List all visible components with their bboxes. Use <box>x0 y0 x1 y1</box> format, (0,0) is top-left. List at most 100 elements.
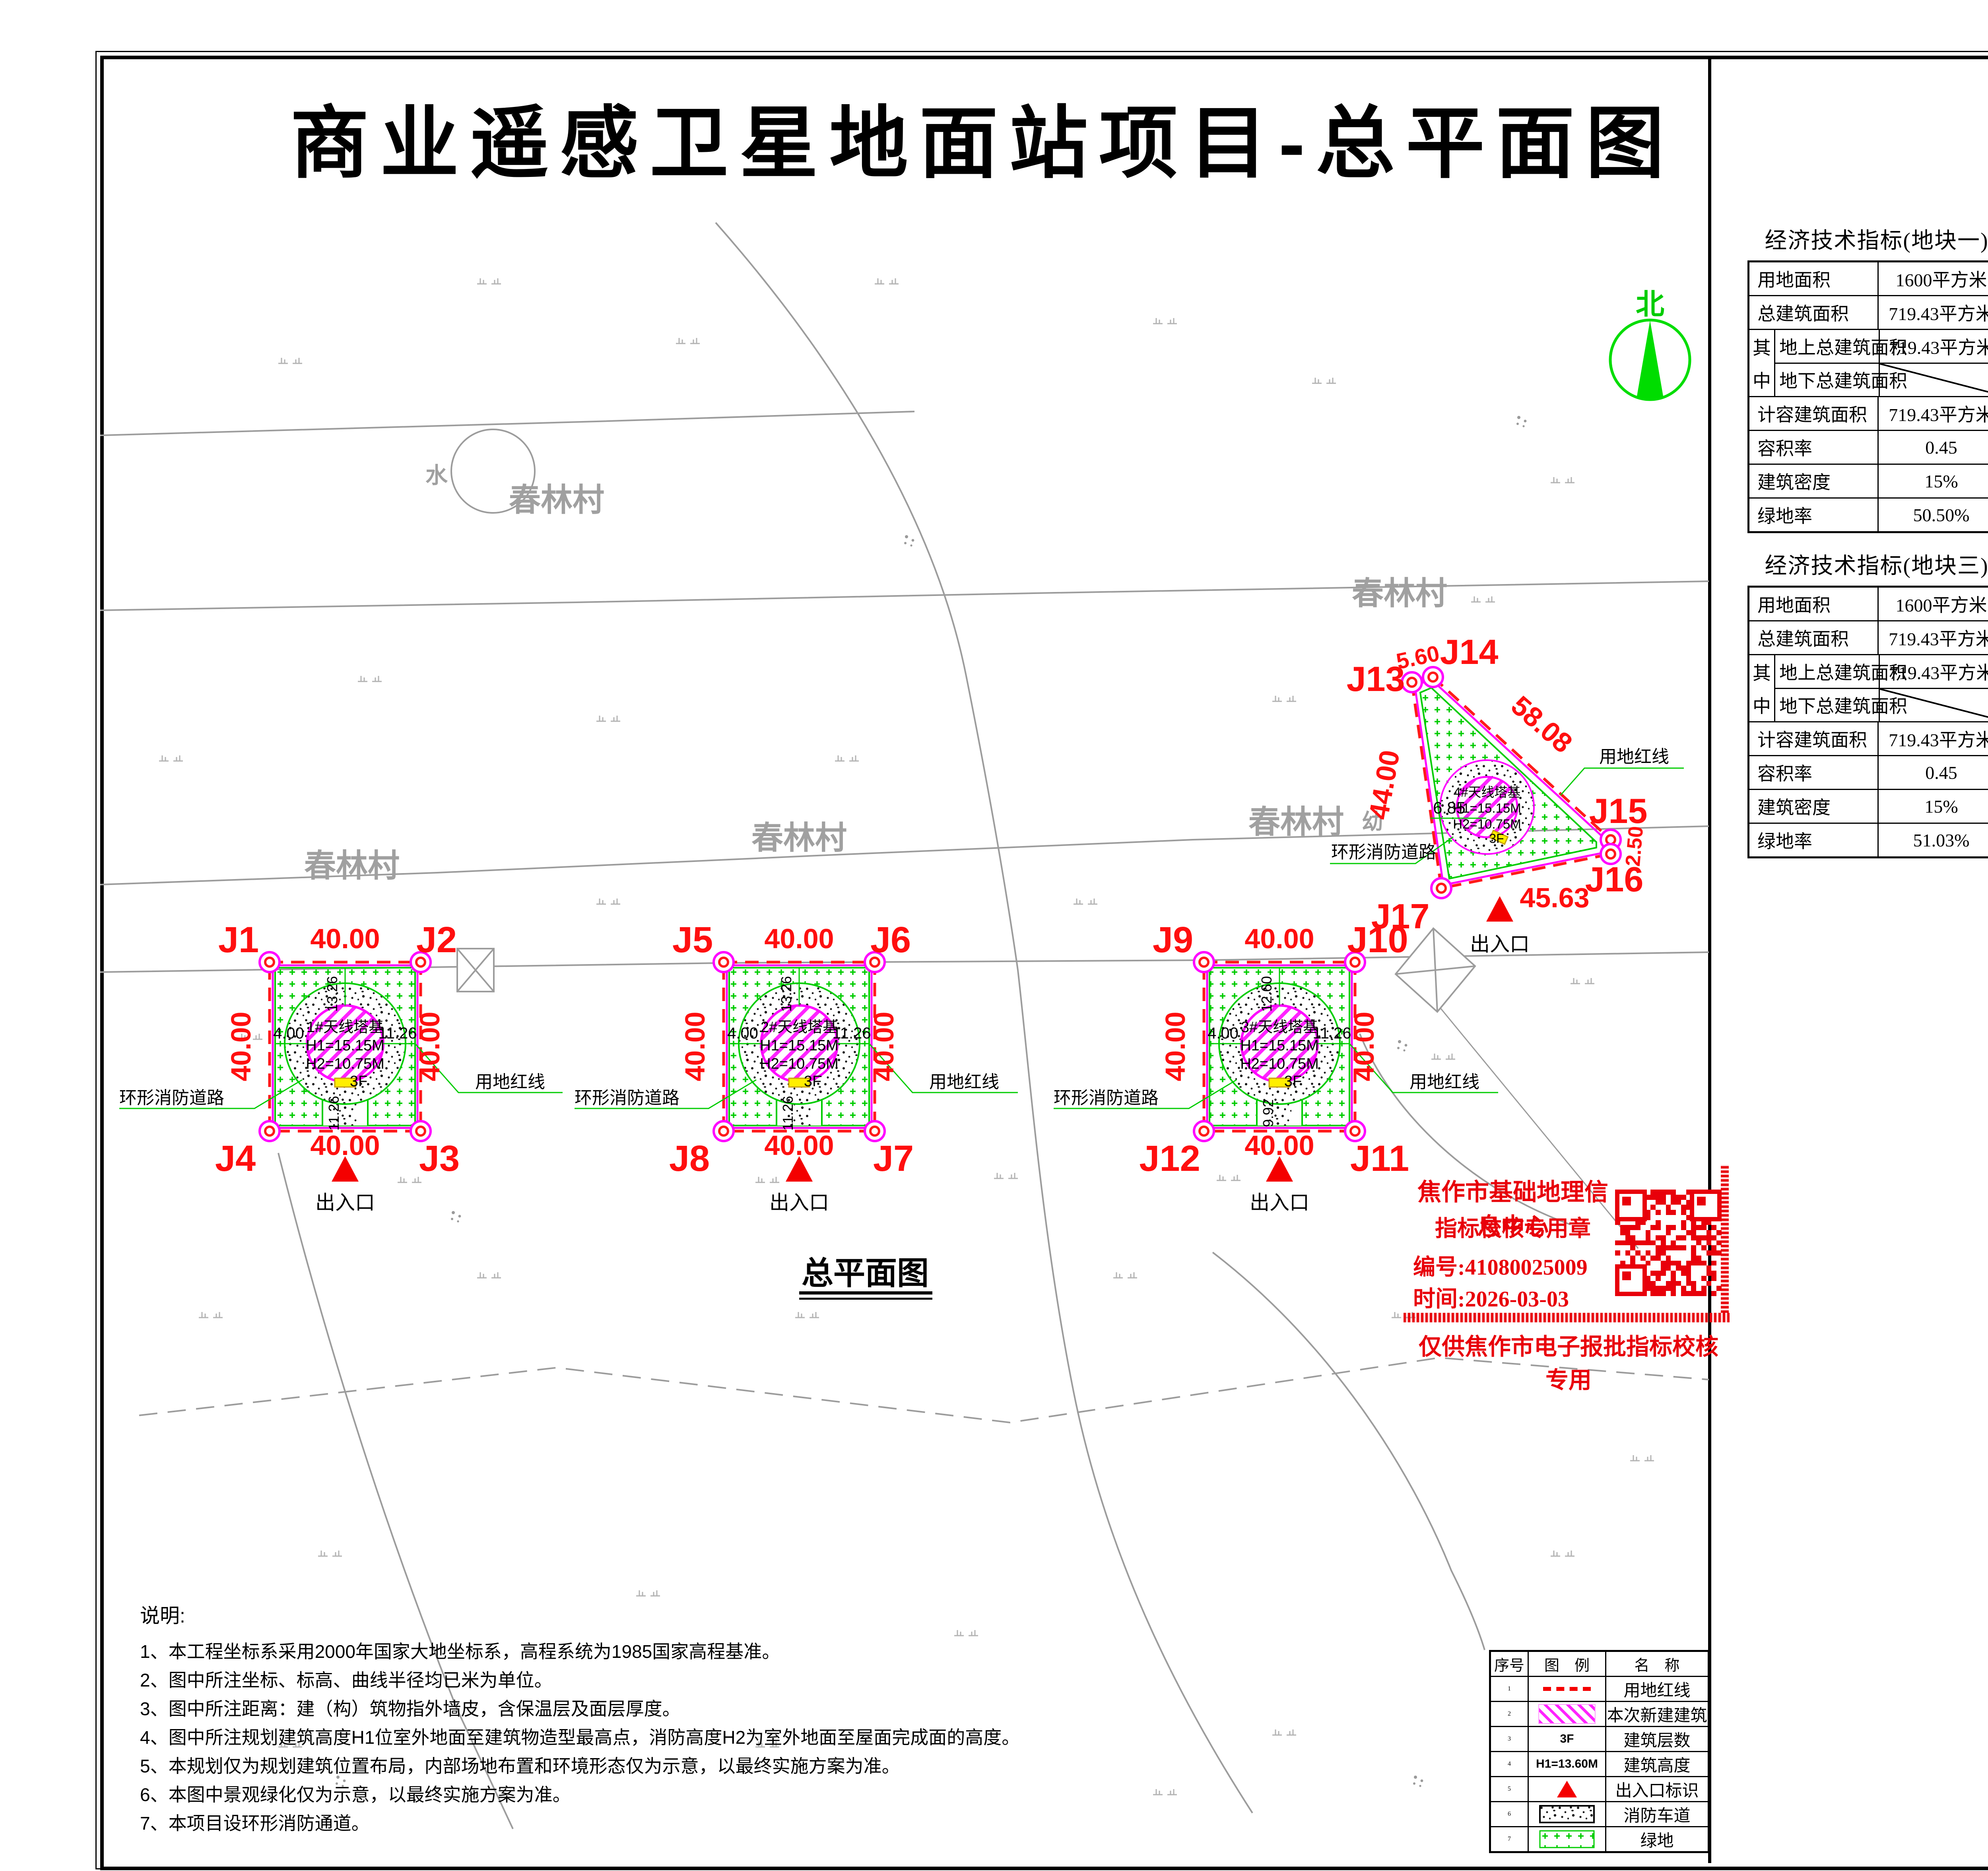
corner-label-J9: J9 <box>1153 920 1193 960</box>
fire-lane-symbol <box>1539 1805 1595 1823</box>
red-line-label: 用地红线 <box>929 1072 999 1092</box>
tower-h2: H2=10.75M <box>306 1056 384 1072</box>
econ-table-title: 经济技术指标(地块一) <box>1765 229 1988 253</box>
green-space-symbol <box>1539 1830 1595 1848</box>
row-label: 计容建筑面积 <box>1749 397 1879 430</box>
verification-stamp: 焦作市基础地理信息中心 指标校核专用章 编号:41080025009 时间:20… <box>1404 1165 1730 1393</box>
plot-3: 3#天线塔基 H1=15.15M H2=10.75M 3F 4.00 11.26… <box>1054 920 1498 1214</box>
tower-h2: H2=10.75M <box>1453 817 1521 831</box>
entrance-label: 出入口 <box>769 1192 829 1214</box>
dim-inner-right: 11.26 <box>378 1025 417 1042</box>
row-value: 719.43平方米 <box>1889 662 1988 683</box>
row-value: 0.45 <box>1925 437 1957 458</box>
dim-right: 2.50 <box>1621 825 1648 868</box>
legend-no: 1 <box>1491 1677 1529 1701</box>
row-value: 719.43平方米 <box>1889 730 1988 750</box>
dim-side-top: 40.00 <box>310 923 380 954</box>
tower-name: 1#天线塔基 <box>307 1019 384 1036</box>
row-value: 719.43平方米 <box>1889 629 1988 649</box>
dim-neck-v: 11.26 <box>326 1096 342 1130</box>
ring-road-label: 环形消防道路 <box>575 1088 679 1108</box>
row-value: 15% <box>1924 796 1958 817</box>
row-label: 地下总建筑面积 <box>1775 363 1907 396</box>
stamp-side-strip <box>1721 1165 1729 1313</box>
entrance-label: 出入口 <box>1250 1192 1309 1214</box>
height-symbol: H1=13.60M <box>1536 1757 1598 1770</box>
stamp-digit-strip <box>1404 1313 1730 1322</box>
divider-plan-tables <box>1708 56 1711 1863</box>
dim-side-left: 40.00 <box>1160 1011 1191 1081</box>
row-value: 0.45 <box>1925 762 1957 783</box>
legend-name: 出入口标识 <box>1615 1782 1699 1800</box>
legend-no: 3 <box>1491 1727 1529 1751</box>
dim-side-right: 40.00 <box>868 1011 899 1081</box>
kindergarten-label: 幼 <box>1362 810 1383 834</box>
row-label: 地上总建筑面积 <box>1775 330 1907 363</box>
stamp-number: 编号:41080025009 <box>1413 1255 1588 1280</box>
note-item: 5、本规划仅为规划建筑位置布局，内部场地布置和环境形态仅为示意，以最终实施方案为… <box>140 1756 900 1776</box>
legend-header-no: 序号 <box>1491 1652 1529 1676</box>
note-item: 3、图中所注距离：建（构）筑物指外墙皮，含保温层及面层厚度。 <box>140 1698 681 1719</box>
dim-side-bottom: 40.00 <box>764 1130 834 1161</box>
dim-neck-v: 11.26 <box>780 1096 796 1130</box>
qr-code <box>1615 1190 1722 1296</box>
row-label: 总建筑面积 <box>1749 296 1879 329</box>
village-label: 春林村 <box>1248 804 1344 840</box>
legend-header-name: 名 称 <box>1634 1657 1680 1674</box>
row-value: 15% <box>1924 471 1958 491</box>
entrance-symbol <box>1557 1781 1577 1797</box>
row-value: 719.43平方米 <box>1889 405 1988 425</box>
note-item: 2、图中所注坐标、标高、曲线半径均已米为单位。 <box>140 1670 553 1690</box>
legend-no: 4 <box>1491 1752 1529 1776</box>
corner-label-J15: J15 <box>1589 791 1648 831</box>
row-value: 1600平方米 <box>1895 595 1987 615</box>
structure-box-icon <box>456 927 1476 1013</box>
dim-side-left: 40.00 <box>225 1011 256 1081</box>
village-label: 春林村 <box>751 820 847 856</box>
row-label: 总建筑面积 <box>1749 621 1879 654</box>
new-building-symbol <box>1538 1704 1596 1724</box>
dim-left: 44.00 <box>1363 748 1406 822</box>
tower-h1: H1=15.15M <box>306 1037 384 1054</box>
legend-name: 用地红线 <box>1623 1681 1691 1700</box>
dim-inner: 6.85 <box>1433 798 1466 817</box>
village-label: 春林村 <box>304 848 400 883</box>
row-value: 719.43平方米 <box>1889 337 1988 358</box>
among-which-cell: 其中 <box>1749 655 1775 721</box>
corner-label-J5: J5 <box>672 920 713 960</box>
econ-table-title: 经济技术指标(地块三) <box>1765 554 1988 578</box>
dim-top-v: 12.60 <box>1258 976 1275 1012</box>
terrain-dashed-line <box>139 1357 1709 1424</box>
ring-road-label: 环形消防道路 <box>119 1088 224 1108</box>
corner-label-J11: J11 <box>1350 1138 1409 1179</box>
corner-label-J6: J6 <box>870 920 911 960</box>
ring-road-label: 环形消防道路 <box>1054 1088 1159 1108</box>
row-label: 用地面积 <box>1749 588 1879 620</box>
drawing-title: 商业遥感卫星地面站项目-总平面图 <box>290 99 1675 187</box>
corner-label-J4: J4 <box>215 1138 256 1179</box>
red-line-label: 用地红线 <box>1599 747 1669 767</box>
econ-table-plot3: 经济技术指标(地块三) 用地面积 1600平方米 总建筑面积 719.43平方米 其… <box>1747 548 1988 858</box>
plot-1: 1#天线塔基 H1=15.15M H2=10.75M 3F 4.00 11.26… <box>119 920 563 1214</box>
note-item: 4、图中所注规划建筑高度H1位室外地面至建筑物造型最高点，消防高度H2为室外地面… <box>140 1727 1020 1748</box>
stamp-org: 焦作市基础地理信息中心 <box>1417 1179 1608 1240</box>
dim-neck-v: 9.92 <box>1260 1099 1276 1127</box>
legend-no: 2 <box>1491 1702 1529 1726</box>
village-label: 春林村 <box>509 482 604 518</box>
tower-floors: 3F <box>1284 1073 1302 1090</box>
row-value-empty <box>1880 363 1988 396</box>
row-label: 建筑密度 <box>1749 465 1879 497</box>
corner-label-J14: J14 <box>1440 632 1499 672</box>
tower-floors: 3F <box>350 1073 367 1090</box>
plot-4: 4#天线塔基 H1=15.15M H2=10.75M 3F 6.85 5.60 … <box>1330 632 1684 955</box>
stamp-type: 指标校核专用章 <box>1435 1216 1591 1241</box>
tower-name: 4#天线塔基 <box>1454 785 1521 800</box>
plot-2: 2#天线塔基 H1=15.15M H2=10.75M 3F 4.00 11.26… <box>575 920 1018 1214</box>
stamp-date: 时间:2026-03-03 <box>1413 1287 1569 1312</box>
dim-inner-left: 4.00 <box>273 1025 304 1042</box>
row-label: 绿地率 <box>1749 499 1879 531</box>
dim-side-top: 40.00 <box>764 923 834 954</box>
